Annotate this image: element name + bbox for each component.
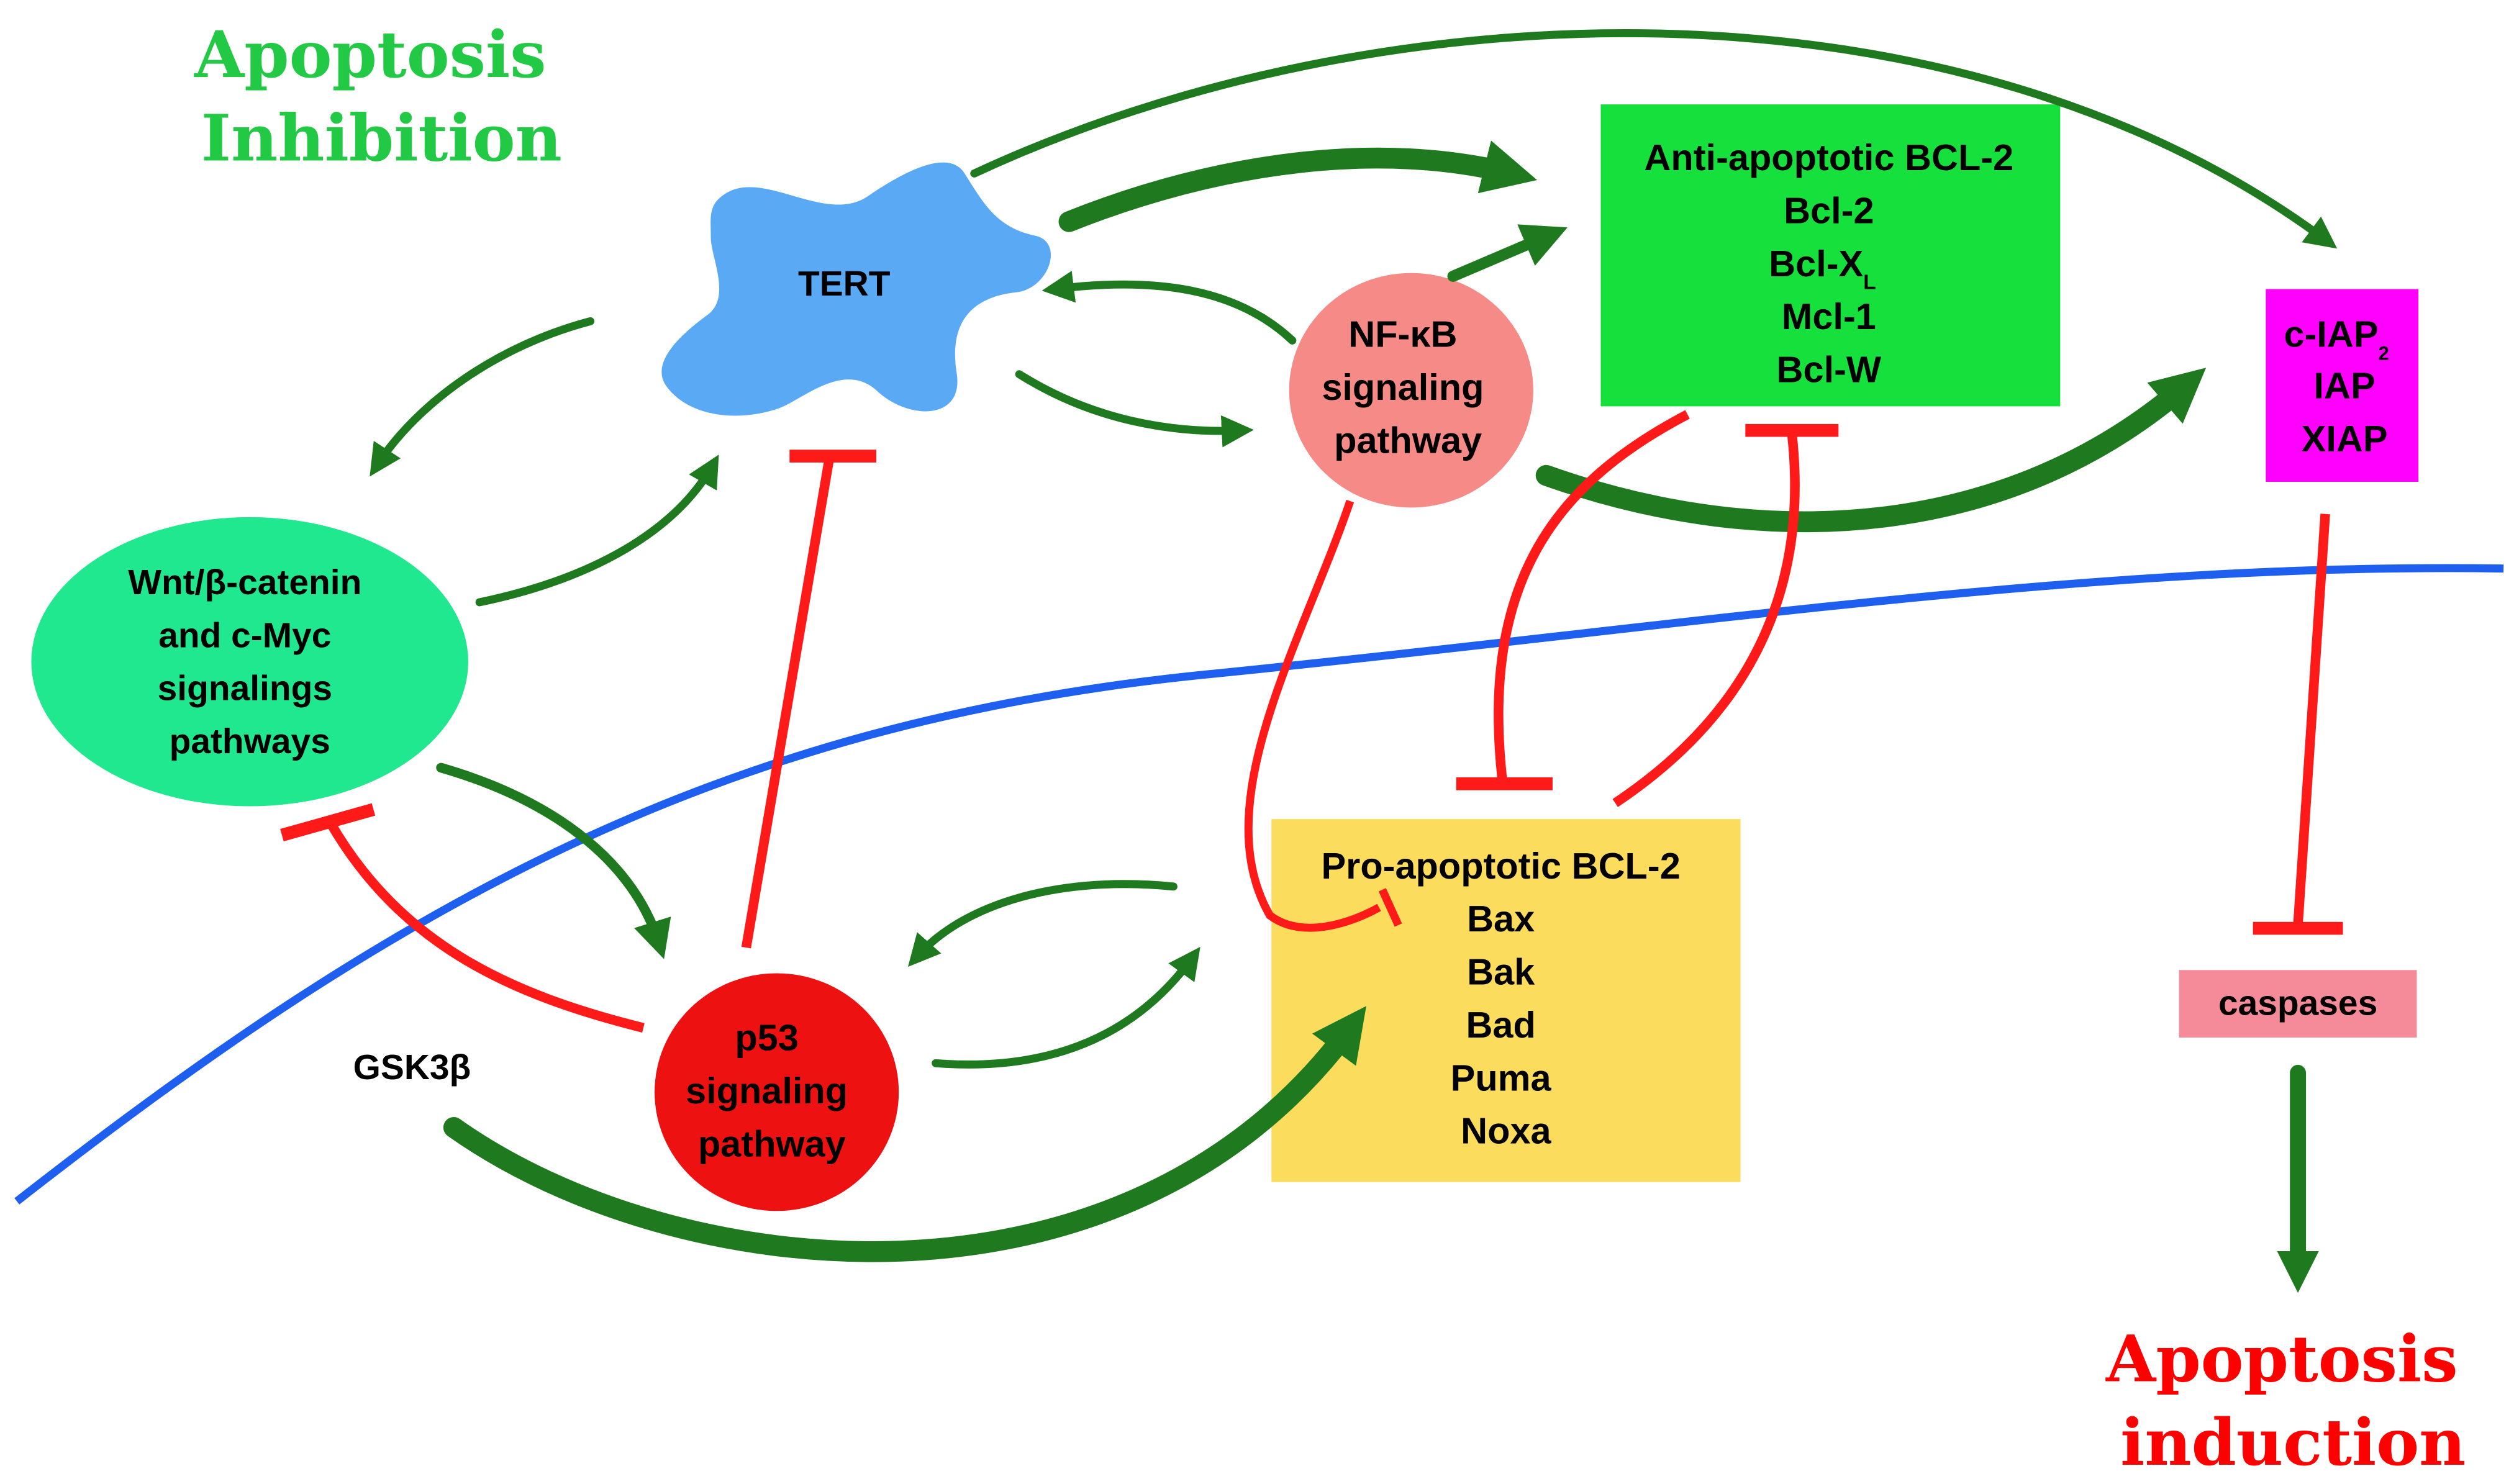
p53-node <box>655 973 899 1211</box>
nfkb-node <box>1289 273 1533 508</box>
arrow-tert-to-anti-bcl2 <box>1058 140 1538 232</box>
inhibit-p53-to-wnt-bar <box>280 803 376 841</box>
bclw-label: Bcl-W <box>1777 349 1882 391</box>
arrow-nfkb-to-anti-bcl2 <box>1447 224 1568 282</box>
bclxl-label: Bcl-XL <box>1769 243 1876 294</box>
ciap2-label: c-IAP2 <box>2284 314 2389 364</box>
nfkb-label: NF-κB signaling pathway <box>1322 314 1494 461</box>
cell-membrane <box>14 564 2504 1205</box>
pro-bcl2-title: Pro-apoptotic BCL-2 <box>1322 845 1681 887</box>
bad-label: Bad <box>1466 1004 1535 1046</box>
inhibit-nfkb-to-pro-bcl2-bar <box>1378 888 1402 927</box>
bax-label: Bax <box>1467 898 1535 939</box>
arrow-nfkb-to-tert <box>1041 271 1297 345</box>
pro-bcl2-labels: Pro-apoptotic BCL-2 Bax Bak Bad Puma Nox… <box>1322 845 1691 1152</box>
arrow-wnt-to-p53 <box>436 762 671 959</box>
arrow-gsk3b-to-pro-bcl2 <box>443 1006 1366 1262</box>
caspases-box <box>2179 970 2417 1038</box>
iap-labels: c-IAP2 IAP XIAP <box>2284 314 2389 459</box>
bcl2-label: Bcl-2 <box>1784 190 1874 232</box>
arrow-pro-bcl2-to-p53 <box>907 880 1178 967</box>
anti-bcl2-labels: Anti-apoptotic BCL-2 Bcl-2 Bcl-XL Mcl-1 … <box>1644 137 2013 390</box>
noxa-label: Noxa <box>1461 1110 1551 1152</box>
inhibit-iap-to-caspases <box>2293 514 2330 926</box>
anti-bcl2-title: Anti-apoptotic BCL-2 <box>1644 137 2013 178</box>
arrow-tert-to-nfkb <box>1015 370 1254 448</box>
wnt-label: Wnt/β-catenin and c-Myc signalings pathw… <box>128 563 371 761</box>
arrow-wnt-to-tert <box>475 455 719 607</box>
caspases-label: caspases <box>2218 984 2377 1023</box>
arrow-p53-to-pro-bcl2 <box>932 946 1200 1069</box>
gsk3b-label: GSK3β <box>353 1047 471 1087</box>
apoptosis-inhibition-title: Apoptosis Inhibition <box>194 17 569 176</box>
arrow-tert-to-iap <box>970 29 2338 249</box>
mcl1-label: Mcl-1 <box>1782 296 1876 337</box>
arrow-nfkb-to-iap <box>1535 368 2207 533</box>
tert-label: TERT <box>798 264 891 304</box>
p53-label: p53 signaling pathway <box>686 1017 858 1165</box>
iap-box <box>2266 289 2419 482</box>
apoptosis-induction-title: Apoptosis induction <box>2105 1321 2480 1480</box>
inhibit-anti-bcl2-to-pro-bcl2 <box>1494 410 1690 785</box>
puma-label: Puma <box>1451 1057 1552 1098</box>
inhibit-nfkb-to-pro-bcl2 <box>1244 499 1381 932</box>
iap-label: IAP <box>2314 364 2376 406</box>
inhibit-pro-bcl2-to-anti-bcl2 <box>1612 433 1800 807</box>
bak-label: Bak <box>1467 951 1535 993</box>
pro-bcl2-box <box>1271 819 1741 1182</box>
arrow-tert-to-wnt <box>370 317 595 477</box>
wnt-node <box>31 517 468 807</box>
inhibit-p53-to-tert <box>741 455 835 949</box>
tert-node <box>661 162 1051 416</box>
anti-bcl2-box <box>1600 104 2061 407</box>
inhibit-p53-to-wnt <box>325 820 645 1033</box>
xiap-label: XIAP <box>2302 418 2388 459</box>
